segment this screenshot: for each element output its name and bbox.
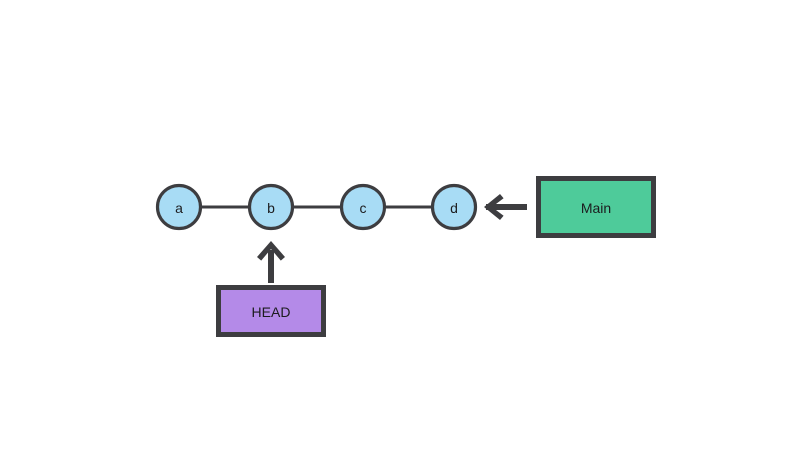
main-box-shape <box>536 176 656 238</box>
commit-node-a[interactable]: a <box>155 183 203 231</box>
commit-label-c: c <box>360 200 367 216</box>
commit-label-b: b <box>267 200 275 216</box>
head-box-shape <box>216 285 326 337</box>
commit-node-c[interactable]: c <box>339 183 387 231</box>
main-box-label: Main <box>581 200 611 216</box>
commit-circle-b <box>247 183 295 231</box>
commit-node-d[interactable]: d <box>430 183 478 231</box>
commit-node-b[interactable]: b <box>247 183 295 231</box>
ref-box-main[interactable]: Main <box>536 176 656 238</box>
head-box-label: HEAD <box>252 304 291 320</box>
commit-circle-d <box>430 183 478 231</box>
commit-label-a: a <box>175 200 183 216</box>
commit-circle-c <box>339 183 387 231</box>
main-arrow-left-icon <box>484 194 527 220</box>
commit-label-d: d <box>450 200 458 216</box>
head-arrow-up-icon <box>257 241 285 283</box>
ref-box-head[interactable]: HEAD <box>216 285 326 337</box>
commit-circle-a <box>155 183 203 231</box>
